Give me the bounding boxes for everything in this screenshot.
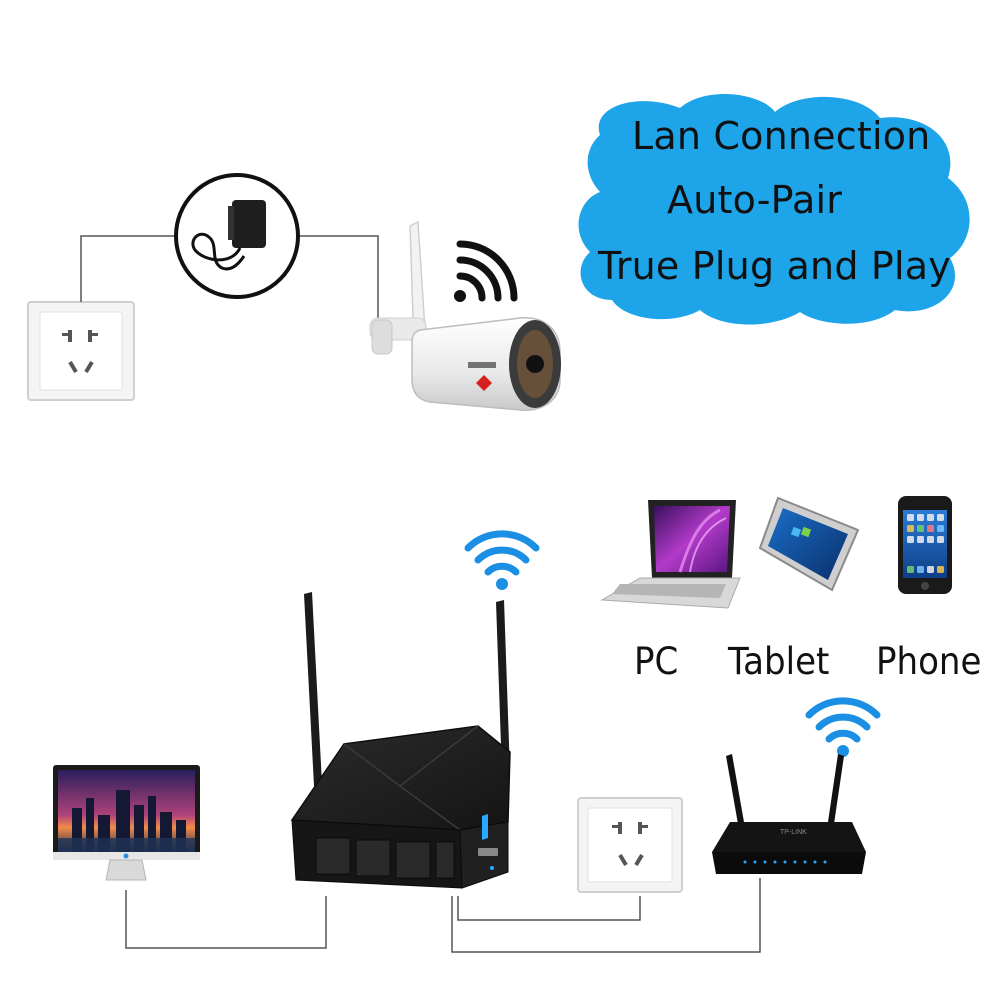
wall-socket-bottom xyxy=(577,797,683,893)
monitor xyxy=(53,765,200,881)
wifi-blue-icon-router xyxy=(805,697,881,757)
bottom-wires xyxy=(125,878,761,953)
tablet xyxy=(758,496,860,592)
cloud-shape xyxy=(578,94,970,325)
label-pc: PC xyxy=(634,640,679,683)
info-cloud xyxy=(578,94,970,325)
wall-socket-top xyxy=(27,301,135,401)
laptop-pc xyxy=(600,500,741,609)
cloud-line-lan-connection: Lan Connection xyxy=(632,114,931,158)
label-phone: Phone xyxy=(876,640,982,683)
phone xyxy=(898,496,952,594)
nvr-device xyxy=(290,592,511,889)
svg-text:TP-LINK: TP-LINK xyxy=(780,829,807,836)
wifi-router: TP-LINK xyxy=(712,754,866,874)
cloud-line-auto-pair: Auto-Pair xyxy=(667,178,843,222)
power-adapter xyxy=(174,173,300,299)
top-wires xyxy=(80,235,379,318)
wifi-blue-icon-nvr xyxy=(464,530,540,590)
label-tablet: Tablet xyxy=(728,640,830,683)
ip-camera xyxy=(369,220,561,411)
cloud-line-plug-and-play: True Plug and Play xyxy=(598,244,951,288)
wifi-signal-icon xyxy=(454,240,518,302)
